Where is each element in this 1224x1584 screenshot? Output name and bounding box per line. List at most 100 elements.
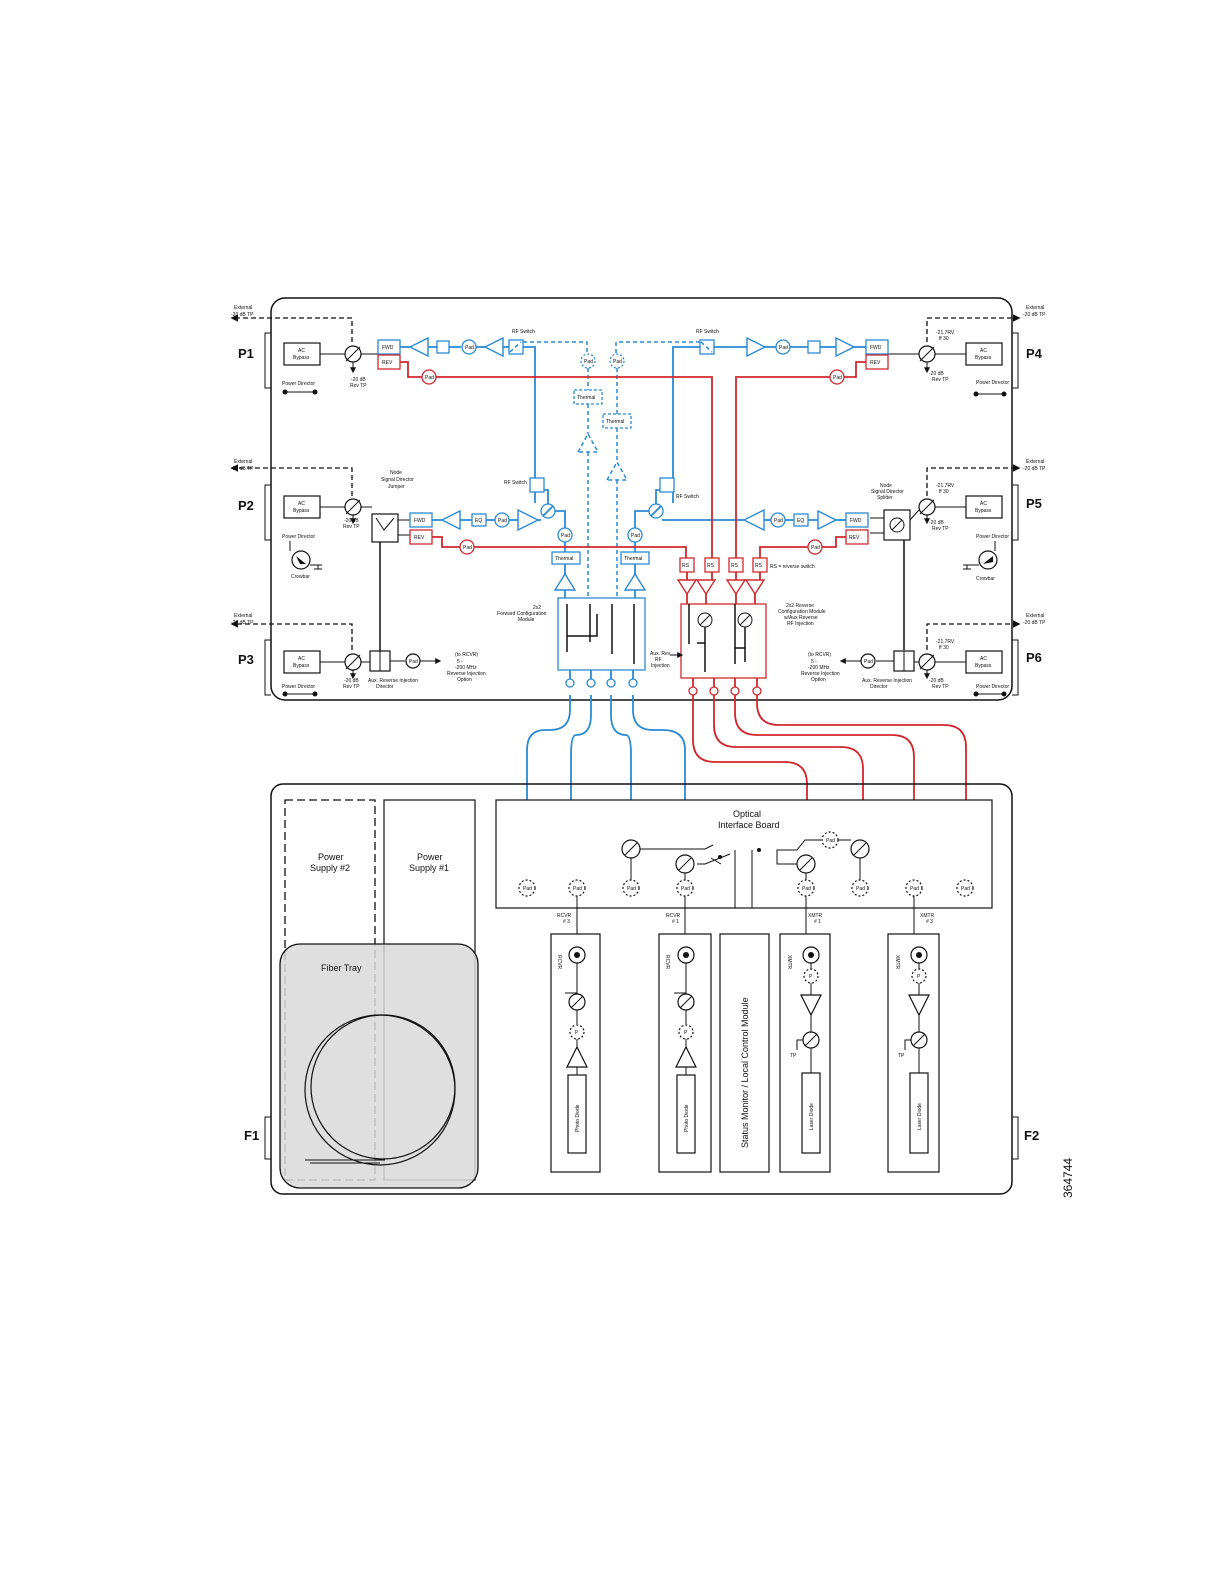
external-tp-lines: [230, 314, 1021, 650]
svg-text:# 3: # 3: [926, 919, 933, 925]
reverse-path-p5: REV Pad: [759, 529, 869, 558]
svg-text:Forward Configuration: Forward Configuration: [497, 611, 547, 617]
receiver-1-module: RCVR P Photo Diode: [658, 933, 712, 1173]
svg-text:P: P: [575, 1030, 579, 1036]
svg-text:(to RCVR): (to RCVR): [808, 652, 831, 658]
svg-text:Node: Node: [390, 470, 402, 476]
svg-text:Thermal: Thermal: [624, 556, 642, 562]
svg-text:(to RCVR): (to RCVR): [455, 652, 478, 658]
svg-text:RF Injection: RF Injection: [787, 621, 814, 627]
port-f2-label: F2: [1024, 1128, 1039, 1143]
svg-text:Aux. Reverse Injection: Aux. Reverse Injection: [862, 678, 912, 684]
svg-text:Pad: Pad: [826, 838, 835, 844]
svg-text:Aux. Rev: Aux. Rev: [650, 651, 671, 657]
svg-text:Power: Power: [318, 852, 344, 862]
svg-text:Fiber Tray: Fiber Tray: [321, 963, 362, 973]
forward-configuration-module: 2x2 Forward Configuration Module: [497, 597, 646, 688]
svg-text:Status Monitor / Local Control: Status Monitor / Local Control Module: [740, 997, 750, 1148]
svg-text:Pad: Pad: [498, 518, 507, 524]
svg-text:RF Switch: RF Switch: [696, 329, 719, 335]
svg-text:Module: Module: [518, 617, 535, 623]
svg-text:Pad: Pad: [833, 375, 842, 381]
svg-text:Bypass: Bypass: [975, 508, 992, 514]
svg-text:Pad: Pad: [910, 886, 919, 892]
svg-text:XMTR: XMTR: [920, 913, 935, 919]
svg-text:-20 dB TP: -20 dB TP: [1023, 620, 1046, 626]
svg-text:-21.7RV: -21.7RV: [936, 639, 955, 645]
svg-text:Pad: Pad: [523, 886, 532, 892]
svg-text:Signal Director: Signal Director: [381, 477, 414, 483]
svg-text:REV: REV: [849, 535, 860, 541]
svg-text:2x2: 2x2: [533, 605, 541, 611]
svg-text:Pad: Pad: [802, 886, 811, 892]
svg-text:Thermal: Thermal: [606, 419, 624, 425]
svg-text:Pad: Pad: [811, 545, 820, 551]
svg-text:Supply #2: Supply #2: [310, 863, 350, 873]
svg-text:Crowbar: Crowbar: [976, 576, 995, 582]
svg-text:XMTR: XMTR: [786, 955, 792, 970]
svg-text:-20 dB TP: -20 dB TP: [231, 466, 254, 472]
svg-text:AC: AC: [298, 348, 305, 354]
svg-text:# 1: # 1: [672, 919, 679, 925]
svg-text:-20 dB TP: -20 dB TP: [231, 312, 254, 318]
svg-text:Option: Option: [811, 677, 826, 683]
svg-text:RCVR: RCVR: [556, 955, 562, 970]
svg-text:Configuration Module: Configuration Module: [778, 609, 826, 615]
svg-text:Pad: Pad: [409, 659, 418, 665]
svg-text:-21.7RV: -21.7RV: [936, 330, 955, 336]
svg-text:XMTR: XMTR: [808, 913, 823, 919]
svg-text:Power Director: Power Director: [282, 534, 315, 540]
svg-text:Reverse Injection: Reverse Injection: [801, 671, 840, 677]
external-tp-left: External -20 dB TP External -20 dB TP Ex…: [231, 305, 254, 626]
svg-text:RS: RS: [731, 563, 739, 569]
svg-text:Thermal: Thermal: [555, 556, 573, 562]
svg-text:RS: RS: [755, 563, 763, 569]
svg-text:2x2 Reverse: 2x2 Reverse: [786, 603, 814, 609]
svg-text:Thermal: Thermal: [577, 395, 595, 401]
svg-text:EQ: EQ: [475, 518, 482, 524]
svg-text:XMTR: XMTR: [894, 955, 900, 970]
svg-text:Pad: Pad: [463, 545, 472, 551]
svg-text:w/Aux Reverse: w/Aux Reverse: [784, 615, 818, 621]
svg-text:Pad: Pad: [631, 533, 640, 539]
svg-text:FWD: FWD: [850, 518, 862, 524]
svg-text:External: External: [234, 305, 252, 311]
svg-text:Pad: Pad: [681, 886, 690, 892]
port-p2-circuit: AC Bypass Power Director Crowbar -20 dB …: [282, 470, 414, 652]
svg-text:-20 dB: -20 dB: [351, 377, 366, 383]
svg-text:5 -: 5 -: [811, 659, 817, 665]
svg-text:Pad: Pad: [774, 518, 783, 524]
svg-text:RF Switch: RF Switch: [504, 480, 527, 486]
svg-text:RF: RF: [655, 657, 662, 663]
svg-text:-20 dB TP: -20 dB TP: [1023, 466, 1046, 472]
svg-text:Jumper: Jumper: [388, 484, 405, 490]
svg-text:FWD: FWD: [414, 518, 426, 524]
svg-text:Power Director: Power Director: [976, 534, 1009, 540]
reverse-path-p4: REV Pad: [735, 354, 889, 558]
svg-text:-200 MHz: -200 MHz: [455, 665, 477, 671]
svg-text:AC: AC: [298, 501, 305, 507]
svg-text:ff 30: ff 30: [939, 489, 949, 495]
port-p1-label: P1: [238, 346, 254, 361]
svg-text:Rev TP: Rev TP: [932, 377, 949, 383]
port-p6-circuit: AC Bypass Power Director -21.7RV ff 30 -…: [801, 639, 1009, 697]
svg-text:Reverse Injection: Reverse Injection: [447, 671, 486, 677]
reverse-path-p2: REV Pad: [409, 529, 687, 558]
svg-text:Rev TP: Rev TP: [932, 684, 949, 690]
svg-text:Bypass: Bypass: [293, 508, 310, 514]
port-p5-label: P5: [1026, 496, 1042, 511]
reverse-switches: RS RS RS RS RS = reverse switch: [676, 557, 815, 604]
svg-text:Bypass: Bypass: [293, 663, 310, 669]
transmitter-3-module: XMTR P TP Laser Diode: [887, 933, 940, 1173]
svg-text:Pad: Pad: [465, 345, 474, 351]
svg-text:Signal Director: Signal Director: [871, 489, 904, 495]
svg-text:Power Director: Power Director: [976, 684, 1009, 690]
svg-text:Laser Diode: Laser Diode: [917, 1103, 923, 1130]
svg-text:FWD: FWD: [382, 345, 394, 351]
svg-text:RCVR: RCVR: [666, 913, 681, 919]
svg-text:Power Director: Power Director: [282, 381, 315, 387]
port-p4-circuit: AC Bypass Power Director -21.7RV ff 30 -…: [888, 330, 1009, 397]
svg-text:Bypass: Bypass: [975, 663, 992, 669]
forward-path-p2: FWD EQ Pad RF Switch Pad Thermal: [409, 477, 581, 600]
status-monitor-module: Status Monitor / Local Control Module: [719, 933, 770, 1173]
